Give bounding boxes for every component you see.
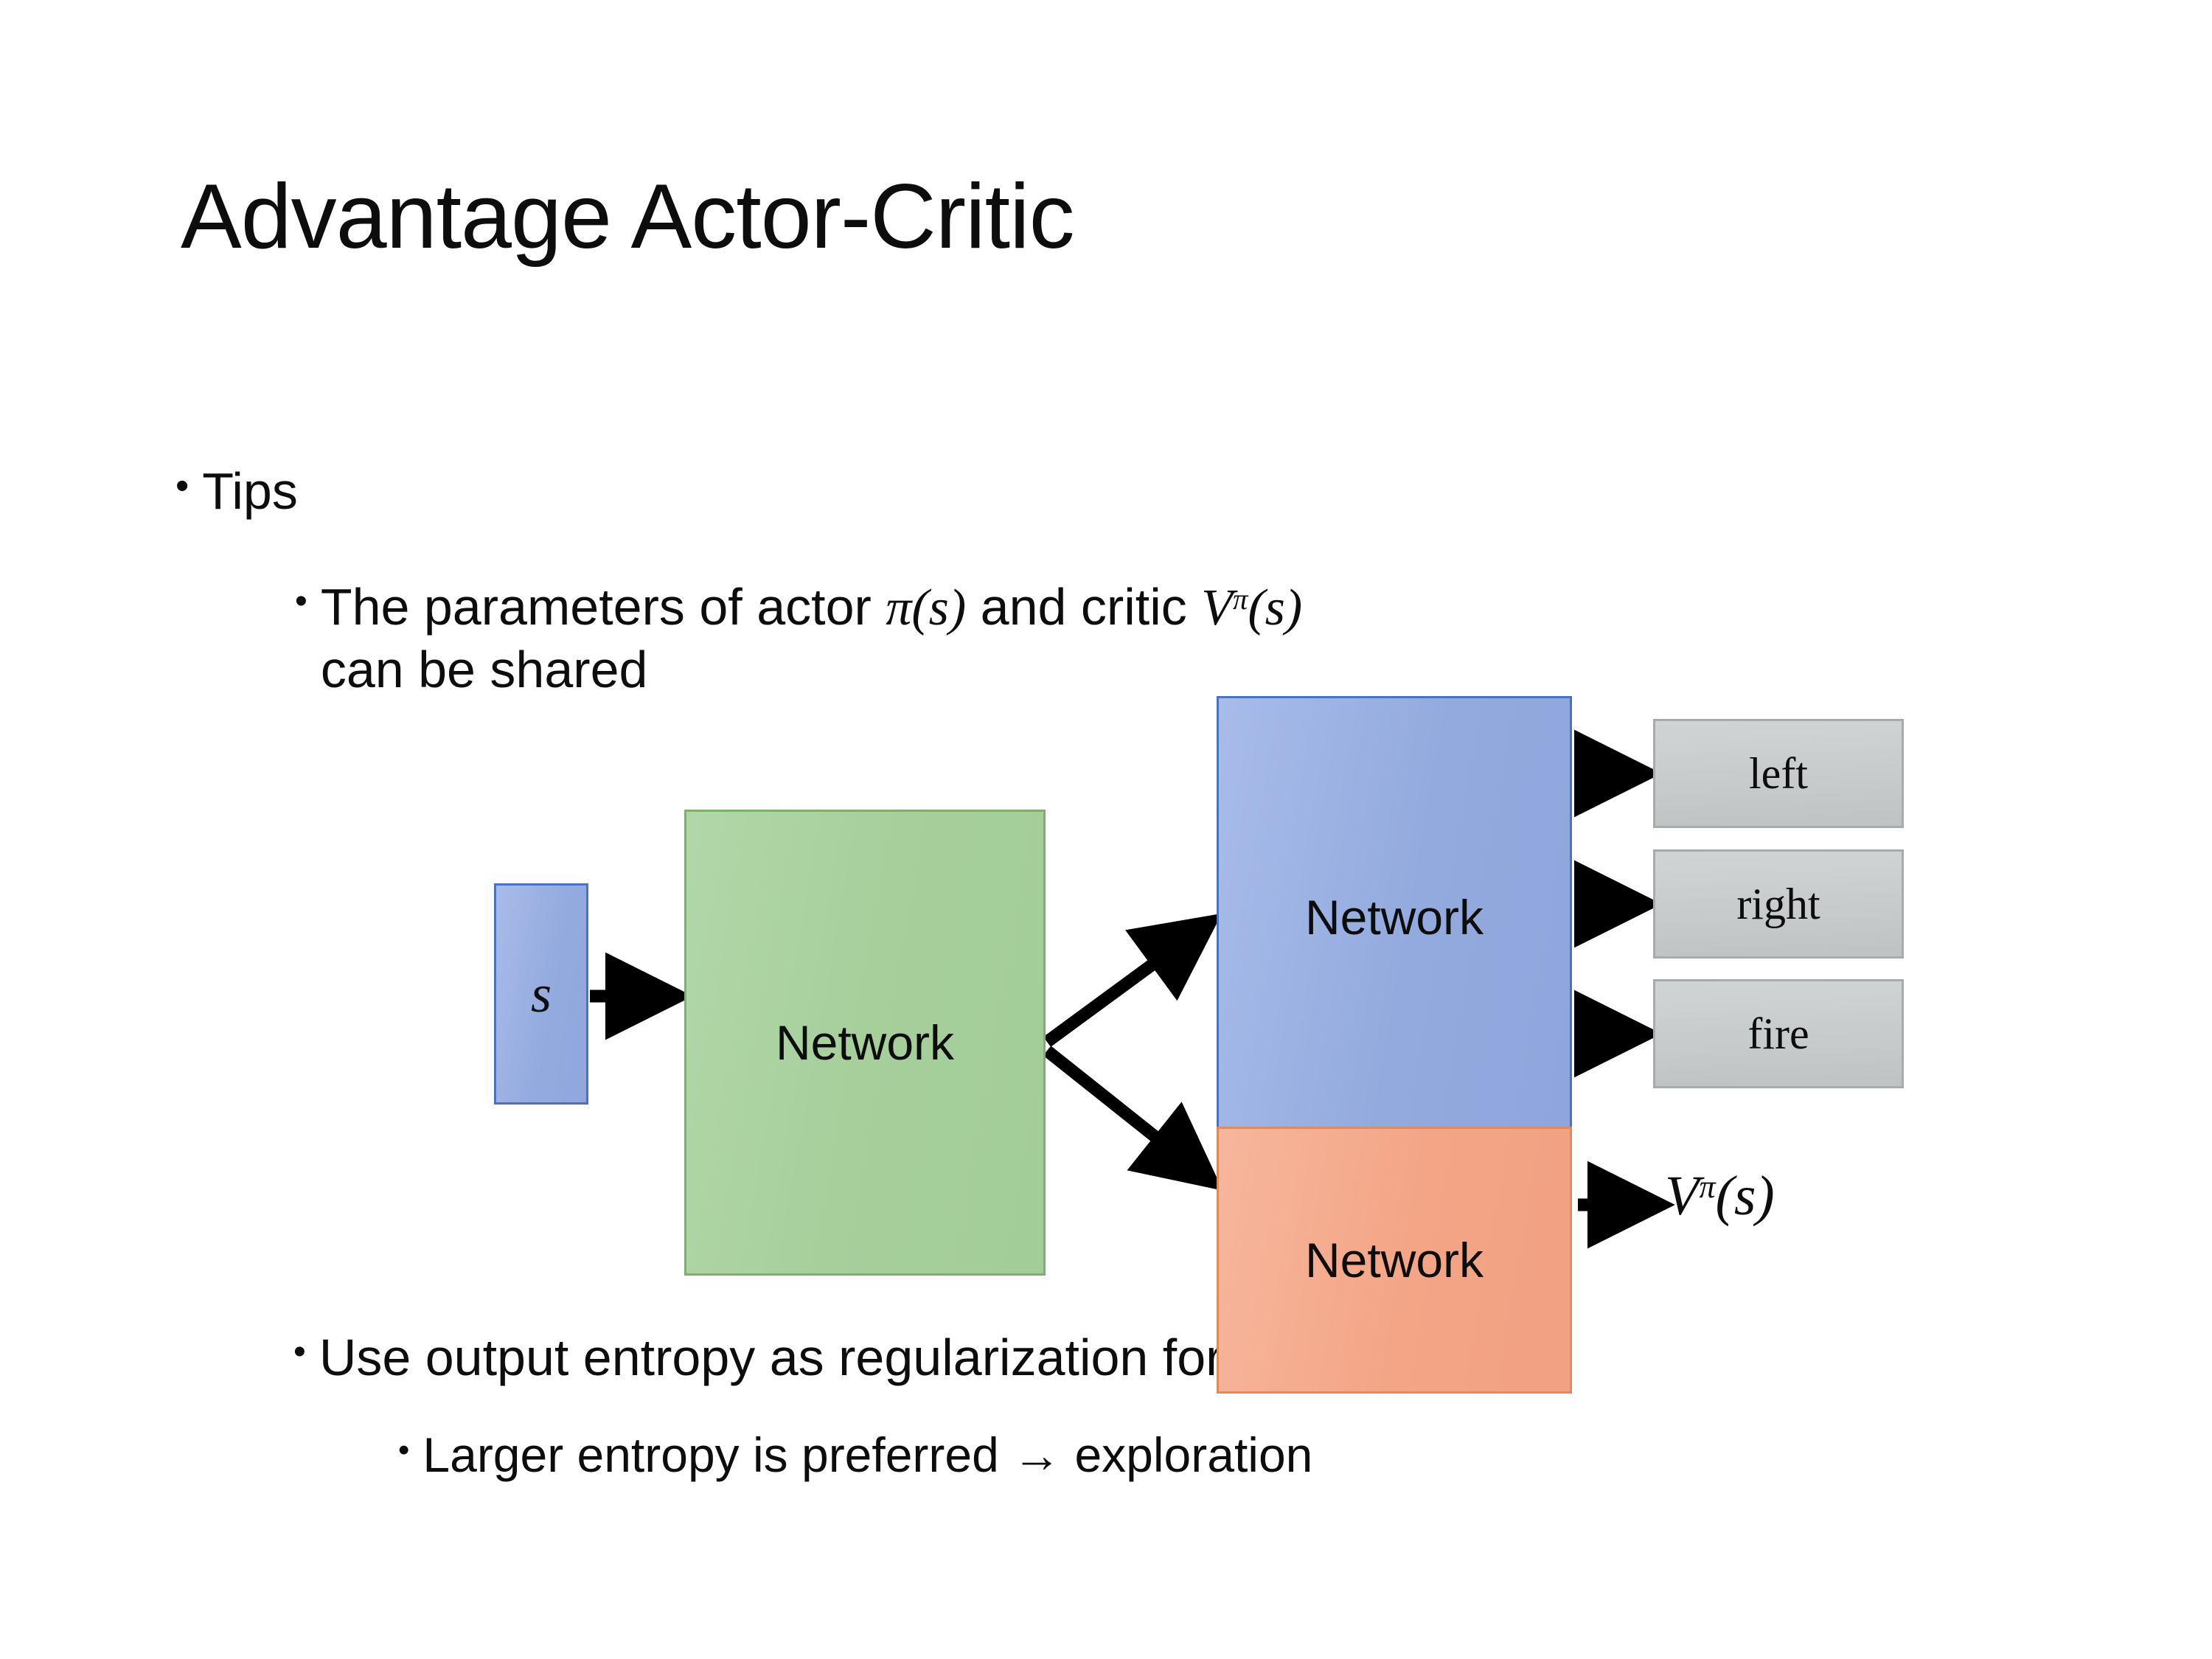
critic-network-box[interactable]: Network: [1217, 1127, 1572, 1394]
state-input-box[interactable]: s: [494, 883, 588, 1105]
action-label-fire: fire: [1747, 1009, 1809, 1058]
bullet-shared-line2: can be shared: [320, 640, 648, 698]
actor-network-label: Network: [1304, 890, 1484, 945]
bullet-marker: •: [295, 582, 307, 621]
value-function-symbol: Vπ(s): [1665, 1165, 1775, 1227]
actor-network-box[interactable]: Network: [1217, 696, 1572, 1138]
arrow-shared-to-actor: [1043, 913, 1222, 1047]
bullet-entropy-regularization: • Use output entropy as regularization f…: [293, 1327, 1318, 1390]
bullet-shared-parameters: • The parameters of actor π(s) and criti…: [295, 577, 1302, 700]
critic-v-symbol: Vπ(s): [1201, 580, 1303, 636]
actor-pi-symbol: π(s): [886, 580, 967, 636]
bullet-entropy-prefix: Use output entropy as regularization for: [319, 1329, 1237, 1386]
bullet-tips-label: Tips: [202, 462, 298, 520]
bullet-marker: •: [293, 1332, 306, 1371]
arrow-shared-to-critic: [1043, 1046, 1223, 1191]
bullet-shared-prefix: The parameters of actor: [320, 578, 886, 636]
bullet-tips: • Tips: [175, 461, 298, 522]
bullet-exploration-label: Larger entropy is preferred → exploratio…: [422, 1427, 1313, 1482]
bullet-marker: •: [175, 465, 189, 507]
action-label-left: left: [1749, 748, 1808, 798]
bullet-shared-middle: and critic: [966, 578, 1202, 636]
bullet-marker: •: [398, 1432, 410, 1468]
action-label-right: right: [1736, 879, 1820, 928]
shared-network-box[interactable]: Network: [684, 810, 1046, 1276]
action-box-fire[interactable]: fire: [1653, 979, 1904, 1088]
state-symbol-label: s: [530, 964, 552, 1023]
action-box-left[interactable]: left: [1653, 719, 1904, 828]
bullet-exploration: • Larger entropy is preferred → explorat…: [398, 1427, 1312, 1484]
bullet-shared-label: The parameters of actor π(s) and critic …: [321, 577, 1302, 700]
page-title: Advantage Actor-Critic: [181, 166, 1075, 268]
action-box-right[interactable]: right: [1653, 849, 1904, 959]
critic-network-label: Network: [1304, 1233, 1484, 1287]
shared-network-label: Network: [775, 1015, 955, 1070]
value-function-output: Vπ(s): [1665, 1164, 1775, 1228]
bullet-entropy-label: Use output entropy as regularization for…: [319, 1327, 1318, 1390]
